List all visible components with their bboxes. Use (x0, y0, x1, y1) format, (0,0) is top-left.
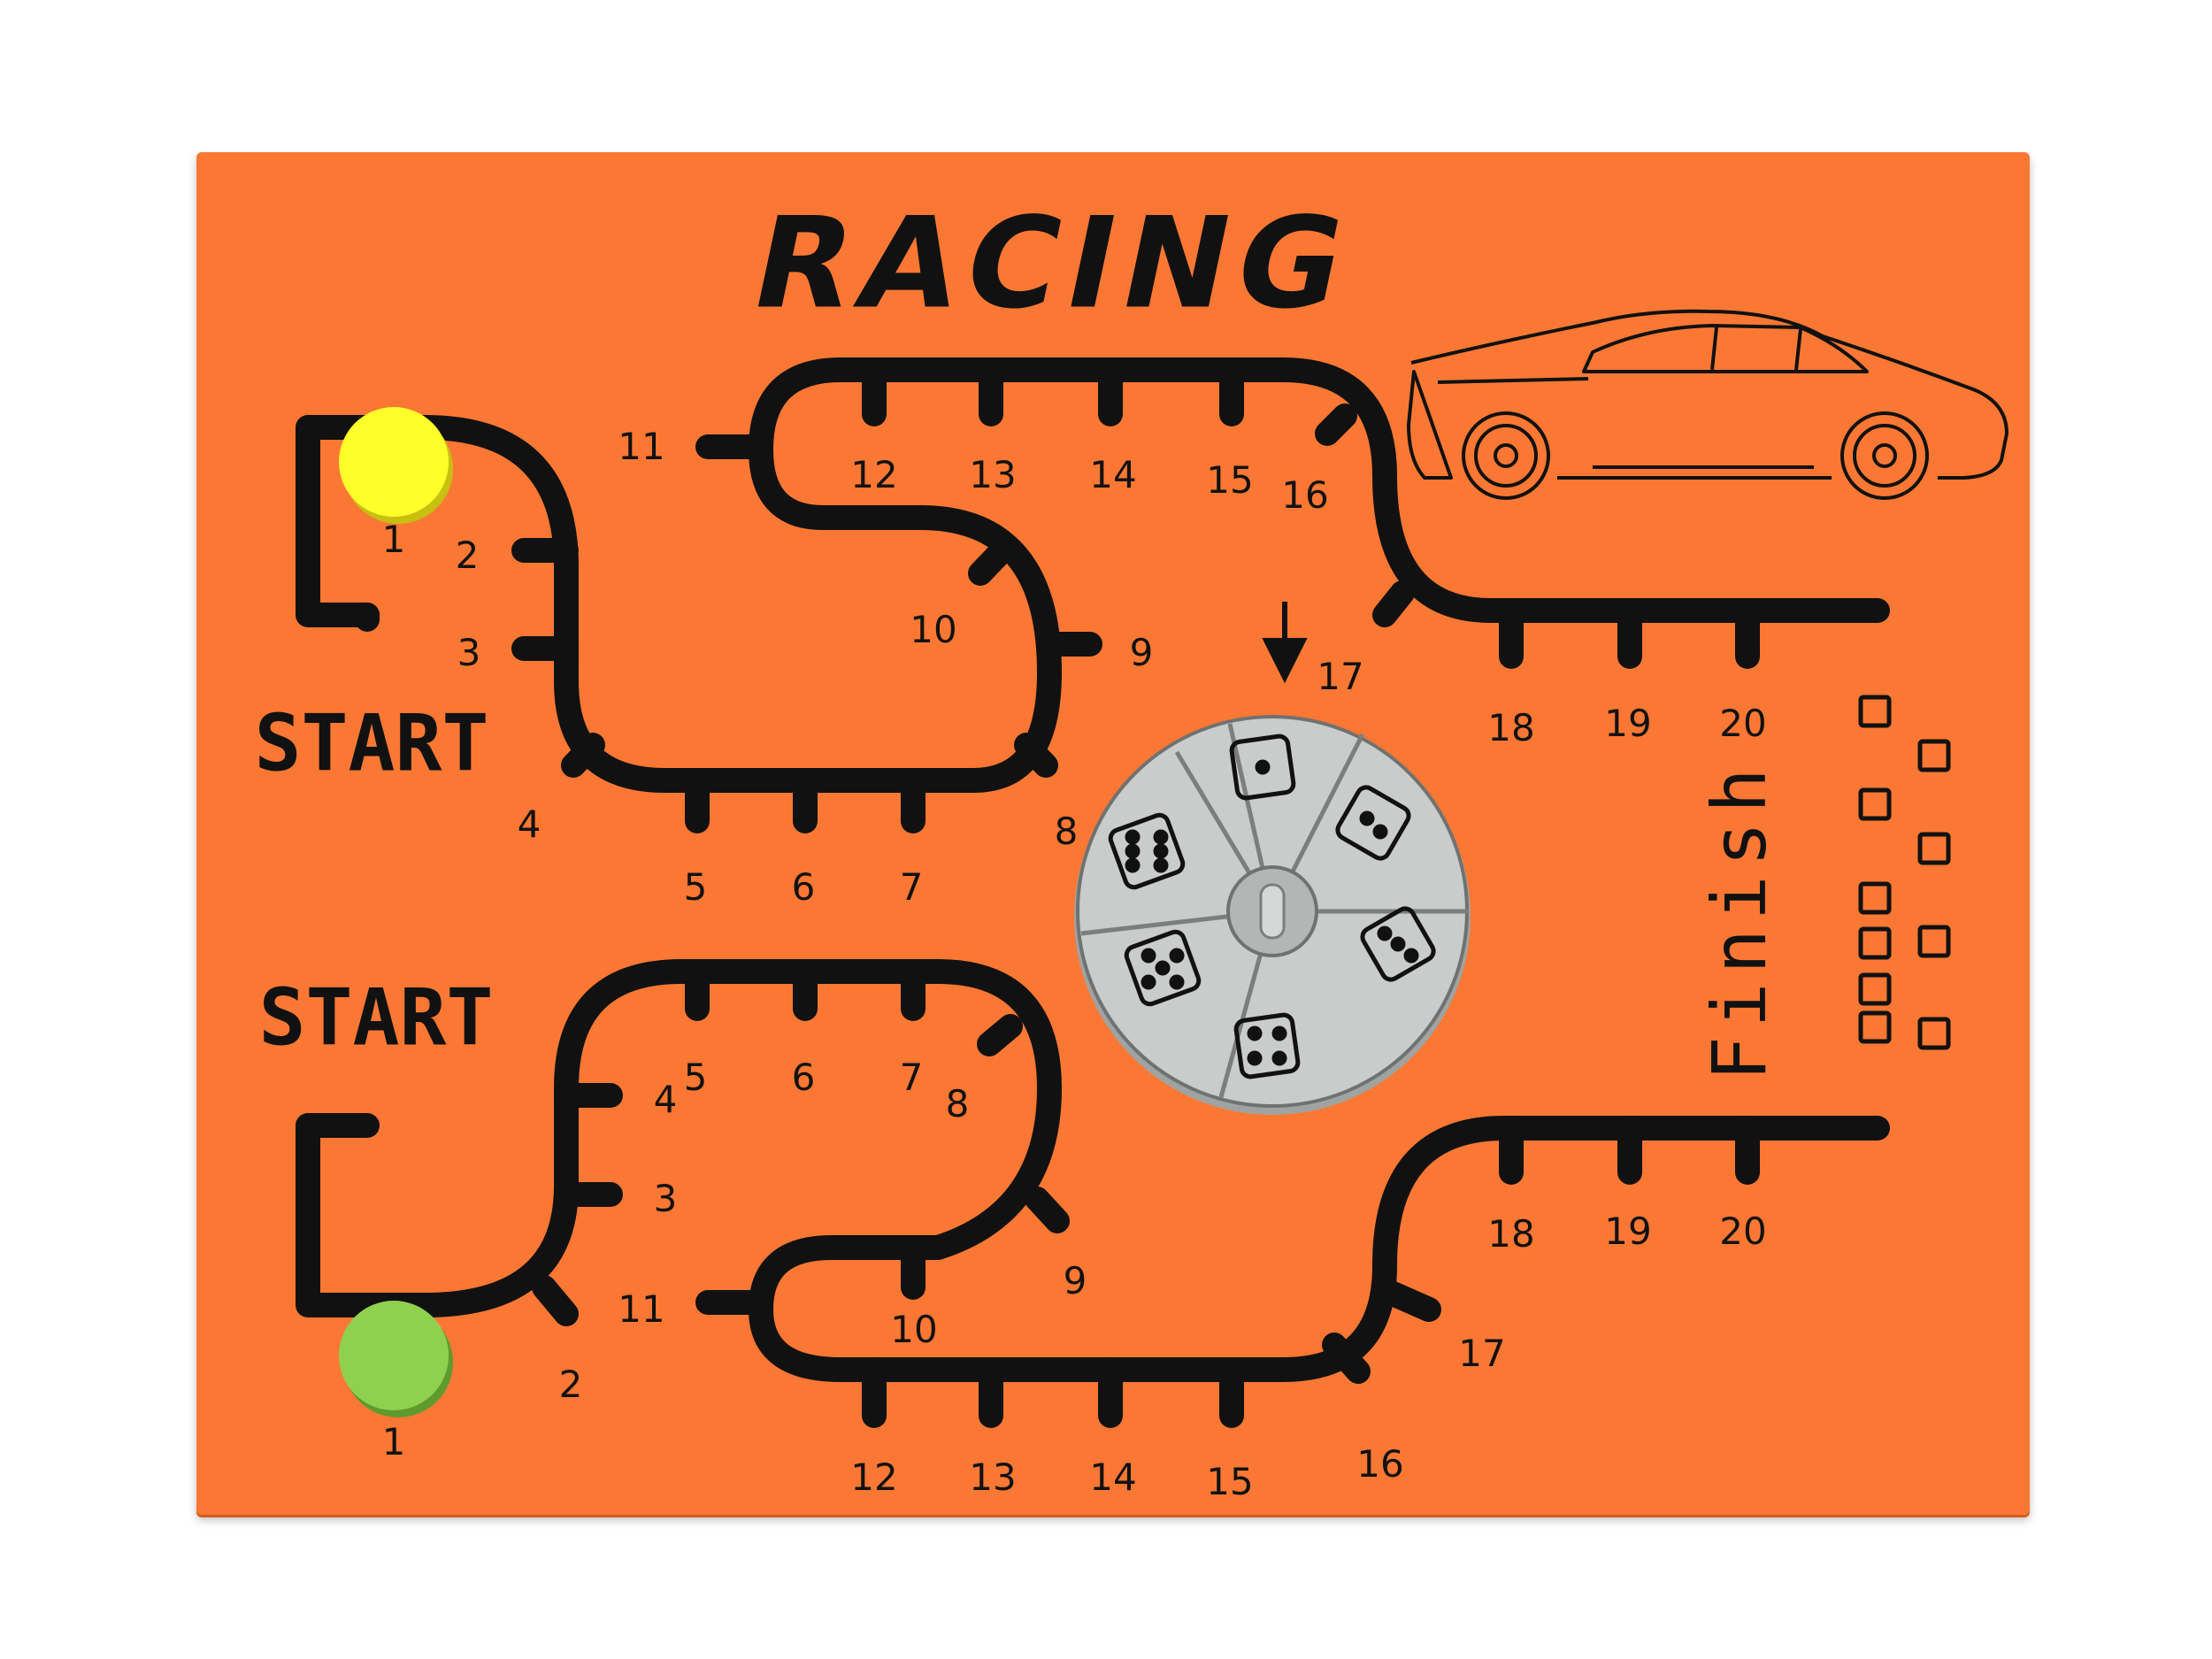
bottom-space-2: 2 (558, 1363, 583, 1406)
top-space-17: 17 (1317, 655, 1364, 698)
bottom-space-8: 8 (945, 1082, 970, 1125)
top-space-6: 6 (791, 865, 816, 909)
bottom-space-14: 14 (1089, 1455, 1137, 1499)
bottom-space-18: 18 (1487, 1212, 1535, 1256)
bottom-space-6: 6 (791, 1056, 816, 1099)
finish-boxes (1858, 695, 1951, 1050)
top-space-9: 9 (1129, 631, 1154, 674)
top-space-12: 12 (850, 453, 898, 496)
top-track-ticks (511, 357, 1760, 833)
down-arrow-icon (1262, 602, 1308, 684)
bottom-space-5: 5 (683, 1056, 708, 1099)
die-face-2 (1335, 785, 1411, 861)
bottom-space-16: 16 (1356, 1442, 1404, 1486)
top-space-3: 3 (457, 631, 481, 674)
bottom-space-3: 3 (653, 1177, 678, 1220)
top-space-1: 1 (381, 518, 406, 561)
bottom-track-ticks (532, 959, 1760, 1428)
top-space-20: 20 (1719, 702, 1767, 745)
die-face-5 (1124, 929, 1202, 1007)
start-label-top: START (254, 697, 489, 789)
die-face-6 (1108, 812, 1186, 890)
top-space-4: 4 (517, 803, 541, 846)
game-title: RACING (740, 190, 1366, 337)
bottom-space-12: 12 (850, 1455, 898, 1499)
top-space-7: 7 (899, 865, 924, 909)
die-face-4 (1233, 1012, 1301, 1079)
finish-label: Finish (1696, 759, 1783, 1081)
start-label-bottom: START (258, 972, 494, 1064)
die-face-1 (1229, 733, 1296, 801)
top-space-11: 11 (618, 425, 665, 468)
bottom-space-1: 1 (381, 1420, 406, 1463)
bottom-space-20: 20 (1719, 1210, 1767, 1253)
top-space-8: 8 (1054, 810, 1079, 853)
bottom-space-13: 13 (969, 1455, 1017, 1499)
bottom-space-4: 4 (653, 1078, 678, 1121)
bottom-space-9: 9 (1063, 1259, 1087, 1302)
yellow-token[interactable] (339, 407, 453, 524)
die-face-3 (1360, 906, 1436, 982)
bottom-space-10: 10 (890, 1308, 938, 1351)
top-space-15: 15 (1206, 458, 1254, 502)
top-space-19: 19 (1604, 702, 1652, 745)
bottom-space-11: 11 (618, 1287, 665, 1331)
top-space-13: 13 (969, 453, 1017, 496)
green-token[interactable] (339, 1301, 453, 1417)
top-space-16: 16 (1281, 473, 1329, 517)
top-space-2: 2 (455, 534, 480, 577)
top-track (296, 357, 1890, 793)
car-icon (1407, 309, 2008, 500)
top-space-18: 18 (1487, 706, 1535, 749)
bottom-space-15: 15 (1206, 1460, 1254, 1503)
top-space-5: 5 (683, 865, 708, 909)
bottom-space-7: 7 (899, 1056, 924, 1099)
bottom-space-19: 19 (1604, 1210, 1652, 1253)
top-space-14: 14 (1089, 453, 1137, 496)
top-space-10: 10 (910, 608, 957, 651)
dice-spinner[interactable] (1074, 715, 1471, 1115)
bottom-space-17: 17 (1458, 1332, 1506, 1375)
